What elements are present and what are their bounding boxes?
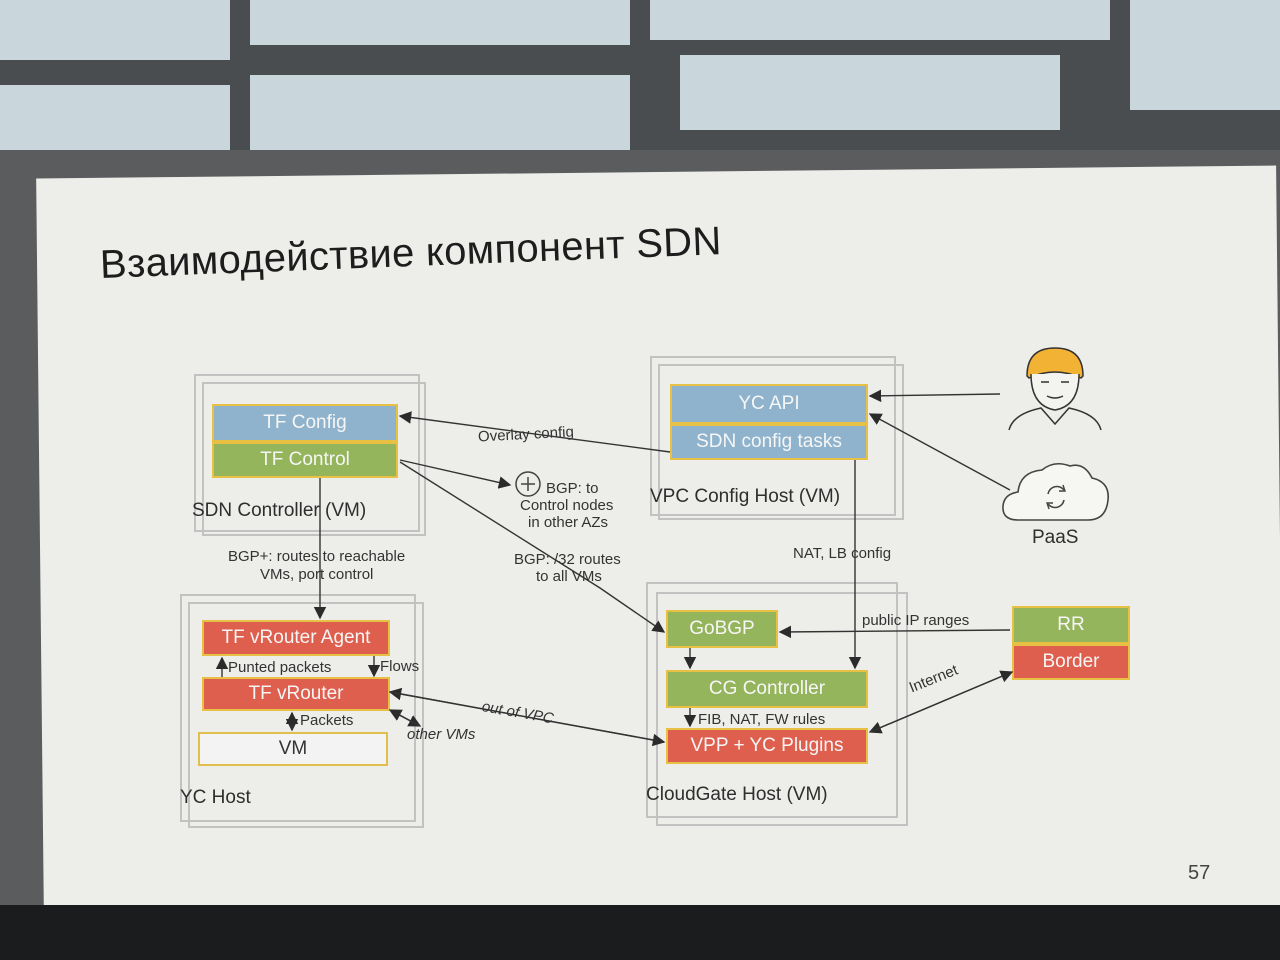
window-pane — [680, 55, 1060, 130]
tf-control-block: TF Control — [212, 442, 398, 478]
punted-packets-label: Punted packets — [228, 659, 332, 676]
person-icon — [1008, 347, 1102, 431]
yc-api-block: YC API — [670, 384, 868, 424]
bgp-plus-label-2: VMs, port control — [260, 566, 374, 583]
cloud-sync-icon — [1002, 462, 1109, 521]
rr-block: RR — [1012, 606, 1130, 644]
window-pane — [250, 0, 630, 45]
bgp-32-label-1: BGP: /32 routes — [514, 551, 621, 568]
sdn-controller-frame-shadow — [202, 382, 426, 536]
vpp-yc-plugins-block: VPP + YC Plugins — [666, 728, 868, 764]
cg-controller-block: CG Controller — [666, 670, 868, 708]
nat-lb-config-label: NAT, LB config — [793, 545, 892, 562]
window-pane — [0, 0, 230, 60]
plus-circle-icon — [515, 471, 541, 497]
packets-label: Packets — [300, 712, 354, 729]
window-pane — [250, 75, 630, 155]
bgp-plus-label-1: BGP+: routes to reachable — [228, 548, 406, 565]
tf-config-block: TF Config — [212, 404, 398, 442]
bgp-to-label-3: in other AZs — [528, 514, 609, 531]
paas-label: PaaS — [1032, 527, 1079, 548]
tf-vrouter-agent-block: TF vRouter Agent — [202, 620, 390, 656]
border-block: Border — [1012, 644, 1130, 680]
vpc-config-host-label: VPC Config Host (VM) — [650, 486, 841, 507]
sdn-controller-frame — [194, 374, 420, 532]
window-pane — [650, 0, 1110, 40]
bgp-to-label-2: Control nodes — [520, 497, 614, 514]
sdn-controller-label: SDN Controller (VM) — [192, 500, 367, 521]
sdn-config-tasks-block: SDN config tasks — [670, 424, 868, 460]
window-pane — [1130, 0, 1280, 110]
other-vms-label: other VMs — [407, 726, 476, 743]
bgp-to-label-1: BGP: to — [546, 480, 599, 497]
yc-host-label: YC Host — [180, 787, 251, 808]
fib-nat-fw-label: FIB, NAT, FW rules — [698, 711, 826, 728]
vm-block: VM — [198, 732, 388, 766]
flows-label: Flows — [380, 658, 420, 675]
ceiling-background — [0, 0, 1280, 170]
bgp-32-label-2: to all VMs — [536, 568, 602, 585]
gobgp-block: GoBGP — [666, 610, 778, 648]
tf-vrouter-block: TF vRouter — [202, 677, 390, 711]
cloudgate-host-label: CloudGate Host (VM) — [646, 784, 828, 805]
audience-silhouettes — [0, 905, 1280, 960]
page-number: 57 — [1188, 862, 1211, 884]
public-ip-ranges-label: public IP ranges — [862, 612, 970, 629]
